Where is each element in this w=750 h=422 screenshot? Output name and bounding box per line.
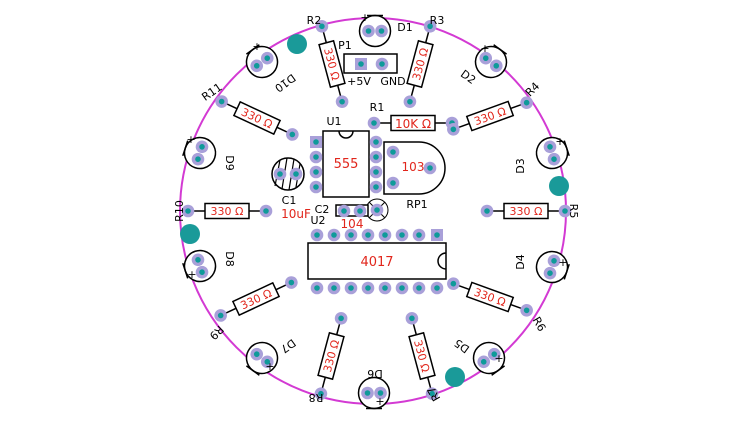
header-pin1-label: +5V [347,75,371,88]
led-d3: D3 + [514,133,572,174]
led-d8-label: D8 [223,251,236,266]
trimmer-rp1-label: RP1 [406,198,427,211]
resistor-r1-label: R1 [370,101,385,114]
led-d4: D4 + [514,247,572,286]
svg-text:+: + [187,268,196,281]
led-d9-label: D9 [223,155,236,170]
resistor-r3: 330 Ω R3 [401,14,444,110]
capacitor-c1: C1 10uF [271,157,311,221]
resistor-r8: 330 Ω R8 [309,310,350,404]
led-d6: D6 + [359,367,390,409]
ic-u2-label: U2 [310,214,325,227]
mounting-holes [180,34,569,387]
trimmer-rp1-value: 103 [402,160,425,174]
svg-text:+: + [252,40,261,53]
resistor-r5-value: 330 Ω [510,205,543,218]
ic-u1-label: U1 [326,115,341,128]
resistor-r7: 330 Ω R7 [403,310,443,403]
capacitor-c2: C2 104 [315,203,369,231]
resistor-r10: 330 Ω R10 [173,200,272,222]
resistor-r10-value: 330 Ω [211,205,244,218]
svg-text:+: + [494,352,503,365]
ic-u1: 555 U1 [309,115,383,198]
led-d1: D1 + [360,11,413,47]
resistor-r5-label: R5 [567,204,580,219]
resistor-r2-label: R2 [307,14,322,27]
led-d9: D9 + [180,133,236,173]
led-d1-label: D1 [397,21,412,34]
led-d8: D8 + [180,246,236,285]
resistor-r8-label: R8 [309,391,324,404]
header-pin2-label: GND [380,75,405,88]
resistor-r3-label: R3 [430,14,445,27]
svg-text:+: + [480,42,489,55]
svg-text:+: + [375,395,384,408]
mount-hole [549,176,569,196]
led-d3-label: D3 [514,158,527,173]
header-p1: P1 +5V GND [338,39,405,88]
ic-u1-part: 555 [334,157,359,172]
ic-u2-part: 4017 [360,255,393,270]
svg-text:+: + [186,133,195,146]
resistor-r1: 10K Ω R1 [368,101,459,131]
mount-hole [180,224,200,244]
svg-text:+: + [265,360,274,373]
resistor-r1-value: 10K Ω [395,117,431,131]
led-d6-label: D6 [367,367,382,380]
mount-hole [445,367,465,387]
ic-u2: 4017 U2 [307,214,447,295]
capacitor-c2-label: C2 [315,203,330,216]
header-p1-label: P1 [338,39,352,52]
svg-text:+: + [555,135,564,148]
resistor-r7-label: R7 [425,384,444,403]
capacitor-c2-value: 104 [341,217,364,231]
svg-text:+: + [558,256,567,269]
led-d4-label: D4 [514,254,527,269]
resistor-r2: 330 Ω R2 [307,14,351,110]
mount-hole [287,34,307,54]
svg-text:+: + [360,11,369,24]
resistor-r10-label: R10 [173,200,186,222]
resistor-r6-label: R6 [530,315,549,334]
capacitor-c1-value: 10uF [281,207,311,221]
resistor-r5: 330 Ω R5 [481,204,580,219]
trimmer-rp1: 103 RP1 [383,141,446,211]
capacitor-c1-label: C1 [282,194,297,207]
